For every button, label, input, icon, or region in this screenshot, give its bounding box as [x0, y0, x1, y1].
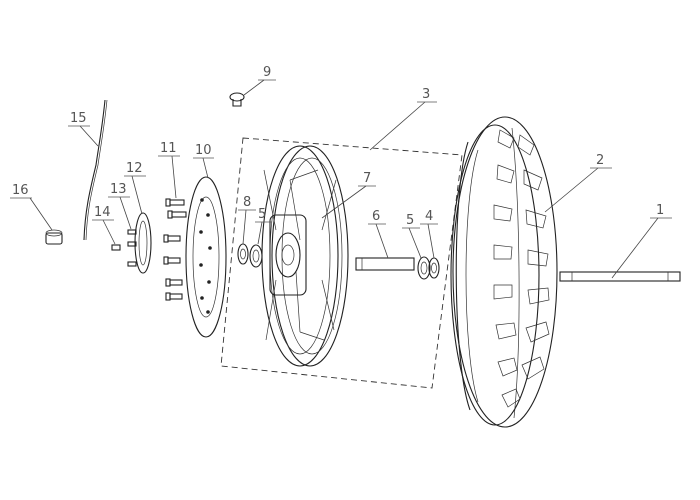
callout-5-left: 5: [258, 207, 266, 222]
disc-bolts: [163, 198, 187, 301]
cap-nut: [45, 229, 63, 245]
valve: [229, 92, 245, 107]
callout-labels: 1 2 3 4 5 5 6 7 8 9 10 11 12 13 14 15 16: [12, 65, 664, 228]
wheel-assembly-group-box: [220, 137, 463, 389]
callout-7: 7: [363, 171, 371, 186]
callout-16: 16: [12, 183, 29, 198]
sensor-cable: [83, 99, 108, 241]
tire: [450, 116, 558, 428]
callout-2: 2: [596, 153, 604, 168]
callout-13: 13: [110, 182, 127, 197]
wheel-rim: [261, 145, 349, 367]
callout-8: 8: [243, 195, 251, 210]
callout-9: 9: [263, 65, 271, 80]
callout-12: 12: [126, 161, 143, 176]
callout-15: 15: [70, 111, 87, 126]
brake-disc: [185, 176, 227, 338]
callout-1: 1: [656, 203, 664, 218]
bearing-left: [249, 244, 263, 268]
callout-14: 14: [94, 205, 111, 220]
leaders: [10, 79, 672, 279]
sensor-bolt: [111, 244, 121, 251]
callout-10: 10: [195, 143, 212, 158]
callout-5-right: 5: [406, 213, 414, 228]
sensor-ring: [134, 212, 152, 274]
spacer-tube: [355, 257, 415, 271]
ring-screws: [127, 229, 137, 267]
axle: [559, 271, 681, 282]
seal: [237, 243, 249, 265]
callout-11: 11: [160, 141, 177, 156]
callout-4: 4: [425, 209, 433, 224]
bearing-right: [417, 256, 431, 280]
callout-3: 3: [422, 87, 430, 102]
callout-6: 6: [372, 209, 380, 224]
